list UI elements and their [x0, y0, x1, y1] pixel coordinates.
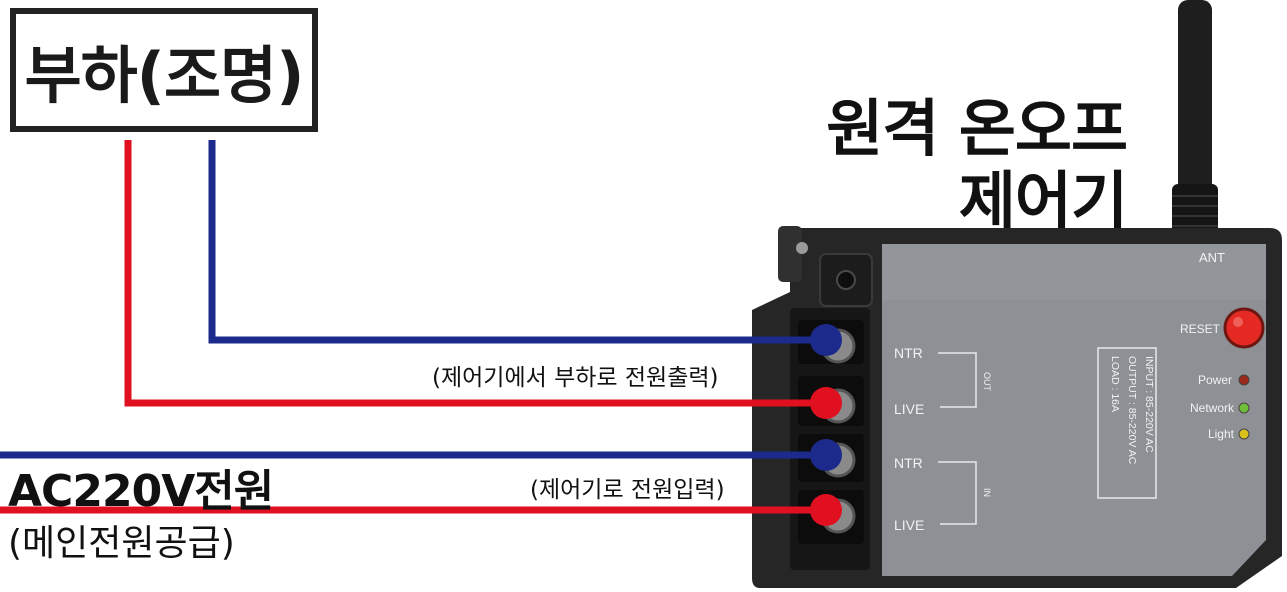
ant-label: ANT	[1199, 250, 1225, 265]
load-label: 부하(조명)	[24, 39, 305, 112]
light-led-icon	[1238, 428, 1250, 440]
label-in-ntr: NTR	[894, 455, 923, 471]
network-led-icon	[1238, 402, 1250, 414]
terminal-out-live	[810, 387, 842, 419]
caption-input: (제어기로 전원입력)	[530, 477, 725, 503]
ac-power-subtitle: (메인전원공급)	[8, 523, 235, 564]
label-out-ntr: NTR	[894, 345, 923, 361]
label-out-live: LIVE	[894, 401, 924, 417]
led-label-power: Power	[1198, 373, 1232, 387]
device-title-line1: 원격 온오프	[826, 92, 1128, 165]
led-label-network: Network	[1190, 401, 1235, 415]
spec-line-input: INPUT : 85-220V AC	[1143, 356, 1155, 453]
output-neutral-wire	[208, 140, 826, 344]
reset-button[interactable]	[1223, 307, 1265, 349]
reset-button-highlight	[1233, 317, 1243, 327]
wires	[0, 140, 842, 526]
terminal-labels: NTR LIVE OUT NTR LIVE IN	[894, 345, 992, 533]
terminal-in-neutral	[810, 439, 842, 471]
output-live-wire	[124, 140, 826, 407]
led-label-light: Light	[1208, 427, 1235, 441]
status-leds: Power Network Light	[1190, 373, 1250, 441]
device-title-line2: 제어기	[958, 164, 1128, 237]
reset-label: RESET	[1180, 322, 1221, 336]
ac-power-title: AC220V전원	[8, 466, 274, 517]
spec-text: INPUT : 85-220V AC OUTPUT : 85-220V AC L…	[1109, 356, 1155, 465]
spec-line-output: OUTPUT : 85-220V AC	[1126, 356, 1138, 465]
spec-line-load: LOAD : 16A	[1109, 356, 1121, 412]
spec-box	[1097, 347, 1157, 499]
power-led-icon	[1238, 374, 1250, 386]
caption-output: (제어기에서 부하로 전원출력)	[432, 365, 719, 391]
label-in-group: IN	[982, 488, 992, 497]
load-box: 부하(조명)	[10, 8, 318, 132]
label-in-live: LIVE	[894, 517, 924, 533]
terminal-out-neutral	[810, 324, 842, 356]
label-out-group: OUT	[982, 372, 992, 392]
terminal-in-live	[810, 494, 842, 526]
antenna	[1172, 0, 1218, 238]
